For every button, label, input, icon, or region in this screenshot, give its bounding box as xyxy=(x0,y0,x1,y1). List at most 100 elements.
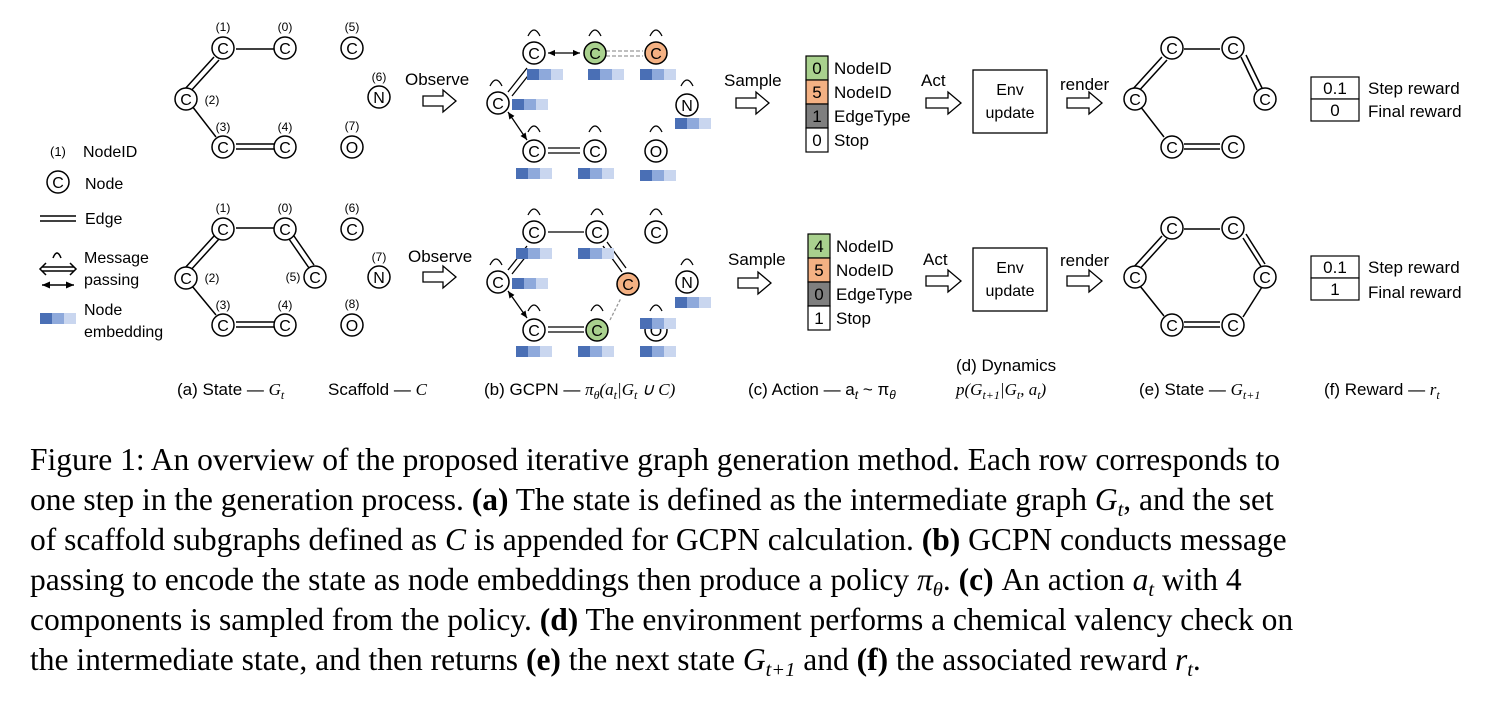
legend-embedding-icon xyxy=(40,313,76,324)
svg-text:C: C xyxy=(622,277,634,294)
svg-text:C: C xyxy=(1227,318,1239,335)
node-id-label: (4) xyxy=(278,120,293,134)
render-label-2: render xyxy=(1060,251,1109,270)
row2-scaffold-6: C(6) xyxy=(340,201,364,241)
row1-final-reward-value: 0 xyxy=(1330,101,1339,120)
svg-text:NodeID: NodeID xyxy=(836,261,894,280)
svg-text:C: C xyxy=(309,270,321,287)
svg-text:C: C xyxy=(1129,270,1141,287)
node-embedding xyxy=(516,248,552,259)
node-embedding xyxy=(640,318,676,329)
svg-text:Stop: Stop xyxy=(836,309,871,328)
row2-scaffold-8: O(8) xyxy=(340,297,364,337)
svg-text:EdgeType: EdgeType xyxy=(834,107,911,126)
node-embedding xyxy=(512,99,548,110)
svg-text:N: N xyxy=(681,275,693,292)
caption-line-3: of scaffold subgraphs defined as C is ap… xyxy=(30,522,1287,557)
svg-text:C: C xyxy=(591,323,603,340)
row1-reward: 0.1 0 Step reward Final reward xyxy=(1310,76,1462,122)
svg-text:C: C xyxy=(1259,92,1271,109)
svg-text:C: C xyxy=(279,318,291,335)
figure-diagram: (1) NodeID C Node Edge Message passing N… xyxy=(38,20,1462,402)
svg-text:C: C xyxy=(1166,140,1178,157)
row2-gcpn-node: C xyxy=(616,272,640,296)
row2-step-reward-label: Step reward xyxy=(1368,258,1460,277)
row2-next-node: C xyxy=(1160,313,1184,337)
node-embedding xyxy=(512,278,548,289)
caption-line-2: one step in the generation process. (a) … xyxy=(30,482,1274,522)
row1-gcpn-node: C xyxy=(522,139,546,163)
row1-scaffold-7: O(7) xyxy=(340,119,364,159)
svg-text:0: 0 xyxy=(814,285,823,304)
svg-text:C: C xyxy=(1227,41,1239,58)
svg-text:C: C xyxy=(217,140,229,157)
row2-node-0: C(0) xyxy=(273,201,297,241)
row1-final-reward-label: Final reward xyxy=(1368,102,1462,121)
svg-text:C: C xyxy=(492,275,504,292)
act-label-2: Act xyxy=(923,250,948,269)
legend-embedding-label-2: embedding xyxy=(84,324,163,341)
row2-node-3: C(3) xyxy=(211,298,235,337)
row1-next-node: C xyxy=(1253,87,1277,111)
row2-final-reward-value: 1 xyxy=(1330,280,1339,299)
node-id-label: (1) xyxy=(216,20,231,34)
svg-text:C: C xyxy=(1259,270,1271,287)
node-embedding xyxy=(578,248,614,259)
act-arrow-1 xyxy=(925,90,963,116)
row2-final-reward-label: Final reward xyxy=(1368,283,1462,302)
svg-text:N: N xyxy=(373,270,385,287)
legend-nodeid-label: NodeID xyxy=(83,144,137,161)
subcaptions: (a) State — Gt Scaffold — C (b) GCPN — π… xyxy=(177,356,1440,402)
svg-text:C: C xyxy=(650,46,662,63)
row2-next-node: C xyxy=(1253,265,1277,289)
node-embedding xyxy=(640,346,676,357)
legend-message-label-2: passing xyxy=(84,272,139,289)
svg-text:C: C xyxy=(1227,140,1239,157)
svg-text:C: C xyxy=(1227,221,1239,238)
legend-node-icon: C xyxy=(46,170,70,194)
svg-text:O: O xyxy=(650,144,662,161)
node-id-label: (8) xyxy=(345,297,360,311)
row1-gcpn-node: C xyxy=(486,91,510,115)
row2-reward: 0.1 1 Step reward Final reward xyxy=(1310,255,1462,302)
node-id-label: (0) xyxy=(278,20,293,34)
row1-node-2: C(2) xyxy=(174,87,219,111)
node-id-label: (7) xyxy=(372,250,387,264)
legend-nodeid-sample: (1) xyxy=(50,144,66,159)
svg-text:5: 5 xyxy=(812,83,821,102)
legend-message-icon xyxy=(38,252,78,289)
subcaption-d-title: (d) Dynamics xyxy=(956,356,1056,375)
row2-scaffold-7: N (7) xyxy=(367,250,391,289)
node-id-label: (7) xyxy=(345,119,360,133)
subcaption-f: (f) Reward — rt xyxy=(1324,380,1440,402)
row1-scaffold-5: C(5) xyxy=(340,20,364,60)
row1-node-3: C(3) xyxy=(211,120,235,159)
svg-text:NodeID: NodeID xyxy=(836,237,894,256)
svg-text:C: C xyxy=(528,323,540,340)
legend: (1) NodeID C Node Edge Message passing N… xyxy=(38,144,163,341)
row1-node-4: C(4) xyxy=(273,120,297,159)
svg-text:C: C xyxy=(528,225,540,242)
caption-line-6: the intermediate state, and then returns… xyxy=(30,642,1201,682)
row2-gcpn-node: C xyxy=(522,318,546,342)
caption-line-4: passing to encode the state as node embe… xyxy=(30,562,1242,602)
caption-line-1: Figure 1: An overview of the proposed it… xyxy=(30,442,1281,477)
row1-gcpn-node: C xyxy=(644,41,668,65)
subcaption-e: (e) State — Gt+1 xyxy=(1139,380,1260,402)
node-embedding xyxy=(675,118,711,129)
svg-text:C: C xyxy=(1166,41,1178,58)
row2-next-node: C xyxy=(1221,313,1245,337)
render-arrow-2 xyxy=(1066,268,1104,294)
legend-edge-label: Edge xyxy=(85,211,122,228)
row1-node-1: C(1) xyxy=(211,20,235,60)
caption-line-5: components is sampled from the policy. (… xyxy=(30,602,1294,637)
svg-text:update: update xyxy=(986,283,1035,300)
node-id-label: (6) xyxy=(345,201,360,215)
row1-node-0: C(0) xyxy=(273,20,297,60)
